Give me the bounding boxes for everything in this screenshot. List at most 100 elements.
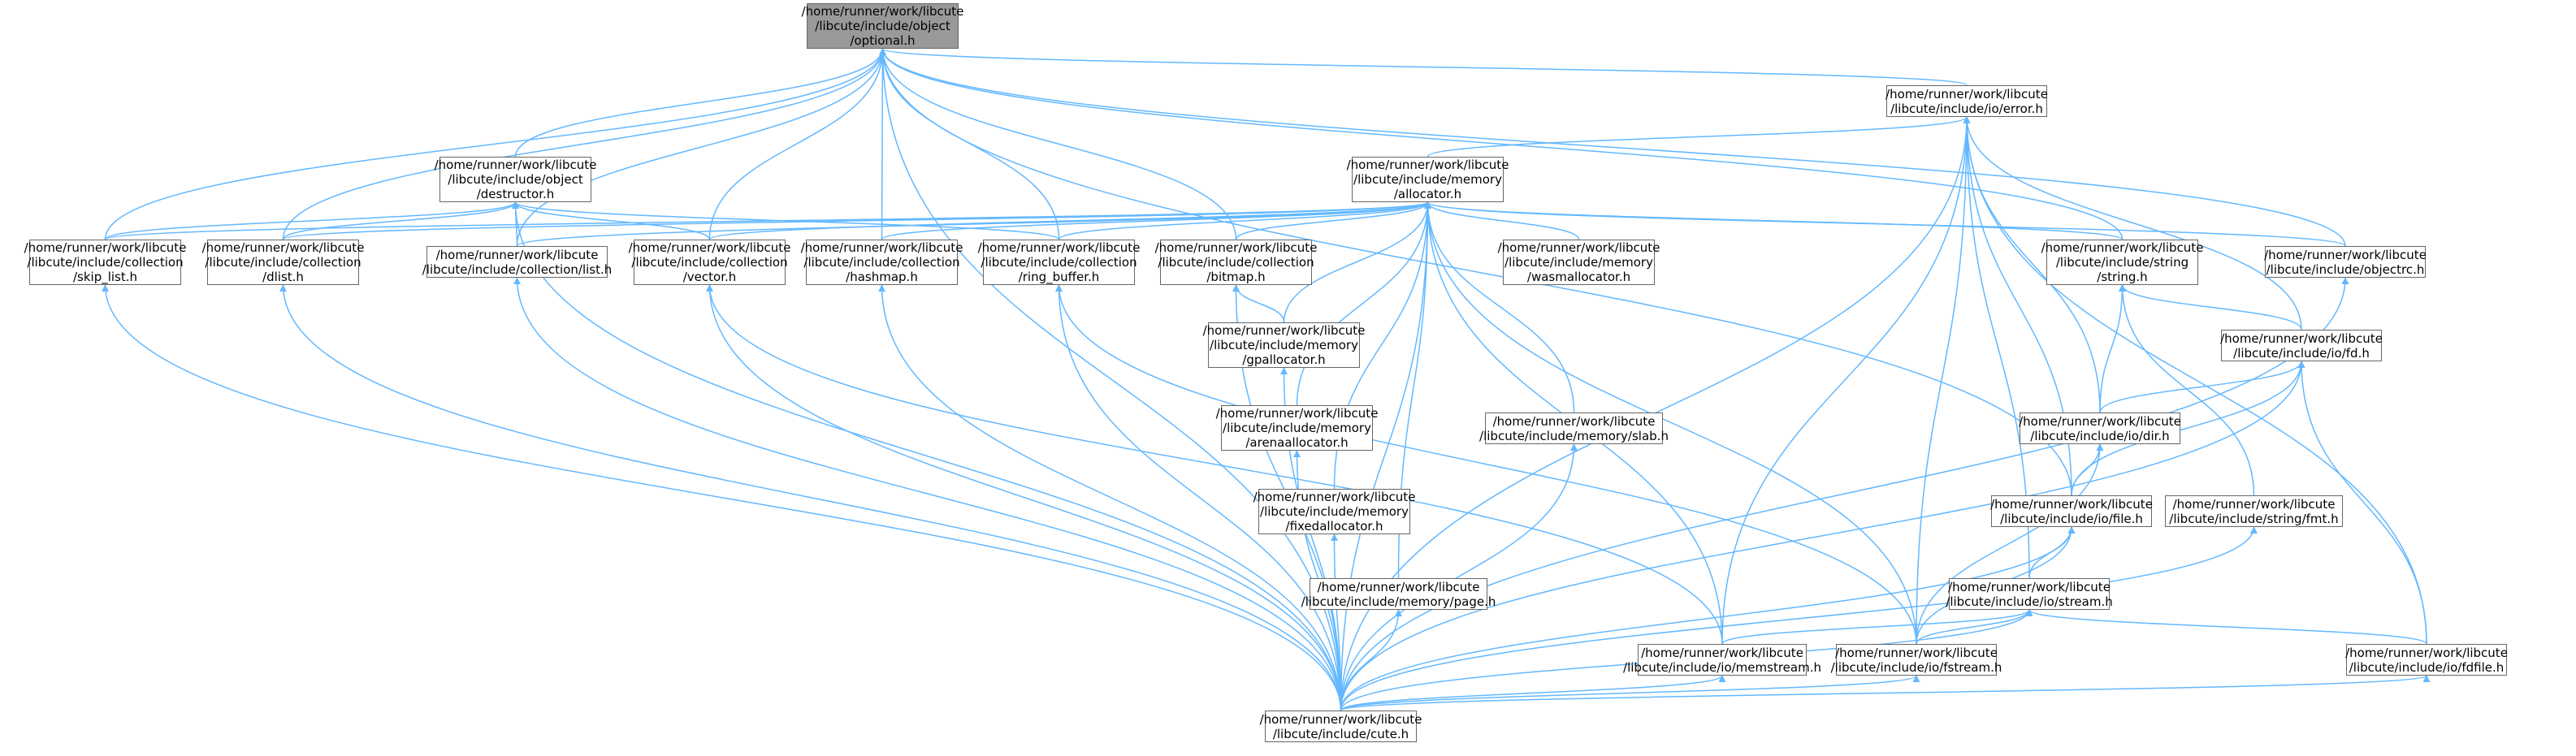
- node-label-line: /libcute/include/collection/list.h: [422, 261, 613, 277]
- graph-node-stream[interactable]: /home/runner/work/libcute/libcute/includ…: [1946, 578, 2113, 610]
- graph-node-fd[interactable]: /home/runner/work/libcute/libcute/includ…: [2220, 330, 2383, 361]
- edge-ring_buffer-to-allocator: [1058, 201, 1431, 240]
- edge-objectrc-to-optional: [879, 48, 2346, 247]
- edge-vector-to-optional: [708, 48, 886, 240]
- graph-node-fixedallocator[interactable]: /home/runner/work/libcute/libcute/includ…: [1253, 489, 1415, 534]
- node-label-line: /bitmap.h: [1206, 270, 1266, 284]
- graph-node-wasmallocator[interactable]: /home/runner/work/libcute/libcute/includ…: [1498, 240, 1660, 285]
- graph-node-skip_list[interactable]: /home/runner/work/libcute/libcute/includ…: [24, 240, 186, 285]
- edge-skip_list-to-destructor: [104, 201, 519, 240]
- node-label-line: /libcute/include/object: [815, 19, 950, 33]
- graph-node-dir[interactable]: /home/runner/work/libcute/libcute/includ…: [2019, 413, 2181, 444]
- edge-fstream-to-error: [1916, 116, 1971, 645]
- node-label-line: /libcute/include/collection: [803, 255, 960, 270]
- node-label-line: /home/runner/work/libcute: [1215, 406, 1379, 421]
- node-label-line: /libcute/include/memory: [1353, 172, 1502, 187]
- node-label-line: /home/runner/work/libcute: [1154, 240, 1318, 255]
- node-label-line: /libcute/include/objectrc.h: [2266, 261, 2425, 277]
- node-label-line: /ring_buffer.h: [1018, 270, 1100, 284]
- node-label-line: /libcute/include/io/dir.h: [2030, 428, 2170, 443]
- graph-node-ring_buffer[interactable]: /home/runner/work/libcute/libcute/includ…: [978, 240, 1140, 285]
- edge-gpallocator-to-allocator: [1283, 201, 1431, 323]
- edge-cute-to-dlist: [279, 284, 1342, 711]
- node-label-line: /skip_list.h: [72, 270, 138, 284]
- edge-dir-to-fd: [2099, 361, 2305, 413]
- node-label-line: /home/runner/work/libcute: [1990, 496, 2153, 512]
- node-label-line: /home/runner/work/libcute: [434, 158, 597, 172]
- edge-cute-to-objectrc: [1340, 277, 2349, 711]
- graph-node-arenaallocator[interactable]: /home/runner/work/libcute/libcute/includ…: [1216, 405, 1378, 451]
- node-label-line: /gpallocator.h: [1242, 352, 1326, 367]
- graph-node-list[interactable]: /home/runner/work/libcute/libcute/includ…: [422, 246, 612, 278]
- node-label-line: /libcute/include/io/fd.h: [2233, 345, 2370, 361]
- node-label-line: /home/runner/work/libcute: [2264, 247, 2427, 262]
- edge-cute-to-file: [1340, 526, 2076, 711]
- edge-cute-to-ring_buffer: [1055, 284, 1342, 711]
- edge-fstream-to-dir: [1916, 443, 2104, 645]
- node-label-line: /arenaallocator.h: [1245, 435, 1349, 450]
- edge-fstream-to-stream: [1916, 609, 2033, 645]
- graph-node-destructor[interactable]: /home/runner/work/libcute/libcute/includ…: [435, 157, 596, 202]
- edge-objectrc-to-allocator: [1424, 201, 2346, 247]
- edge-cute-to-fmt: [1340, 526, 2258, 711]
- edge-cute-to-fstream: [1340, 675, 1920, 711]
- graph-node-fdfile[interactable]: /home/runner/work/libcute/libcute/includ…: [2345, 644, 2508, 676]
- edge-memstream-to-error: [1721, 116, 1971, 645]
- graph-node-cute[interactable]: /home/runner/work/libcute/libcute/includ…: [1260, 711, 1422, 742]
- edge-cute-to-memstream: [1340, 675, 1726, 711]
- graph-node-gpallocator[interactable]: /home/runner/work/libcute/libcute/includ…: [1203, 322, 1365, 368]
- node-label-line: /home/runner/work/libcute: [800, 240, 963, 255]
- node-label-line: /home/runner/work/libcute: [1253, 490, 1416, 504]
- edge-cute-to-allocator: [1340, 201, 1431, 711]
- node-label-line: /home/runner/work/libcute: [435, 247, 599, 262]
- node-label-line: /allocator.h: [1393, 187, 1462, 201]
- node-label-line: /libcute/include/memory/page.h: [1301, 594, 1496, 609]
- graph-node-string[interactable]: /home/runner/work/libcute/libcute/includ…: [2041, 240, 2203, 285]
- edge-destructor-to-optional: [514, 48, 886, 158]
- edge-fdfile-to-stream: [2025, 609, 2427, 645]
- edge-slab-to-allocator: [1424, 201, 1575, 413]
- node-label-line: /home/runner/work/libcute: [2345, 645, 2508, 660]
- graph-node-memstream[interactable]: /home/runner/work/libcute/libcute/includ…: [1623, 644, 1821, 676]
- graph-node-objectrc[interactable]: /home/runner/work/libcute/libcute/includ…: [2264, 246, 2427, 278]
- edge-wasmallocator-to-allocator: [1424, 201, 1580, 240]
- node-label-line: /wasmallocator.h: [1526, 270, 1631, 284]
- graph-node-optional[interactable]: /home/runner/work/libcute/libcute/includ…: [802, 3, 963, 49]
- edge-error-to-optional: [879, 48, 1968, 86]
- edge-fstream-to-allocator: [1424, 201, 1917, 645]
- graph-node-bitmap[interactable]: /home/runner/work/libcute/libcute/includ…: [1155, 240, 1317, 285]
- graph-node-file[interactable]: /home/runner/work/libcute/libcute/includ…: [1990, 495, 2153, 527]
- edge-list-to-optional: [516, 48, 886, 247]
- node-label-line: /libcute/include/cute.h: [1272, 726, 1409, 741]
- graph-node-allocator[interactable]: /home/runner/work/libcute/libcute/includ…: [1347, 157, 1509, 202]
- edge-fdfile-to-fd: [2297, 361, 2427, 645]
- node-label-line: /home/runner/work/libcute: [1259, 711, 1422, 727]
- edge-vector-to-destructor: [512, 201, 711, 240]
- node-label-line: /libcute/include/io/file.h: [2000, 511, 2143, 526]
- node-label-line: /home/runner/work/libcute: [1492, 413, 1656, 429]
- edge-fmt-to-string: [2119, 284, 2255, 496]
- edge-cute-to-skip_list: [102, 284, 1342, 711]
- node-label-line: /libcute/include/io/fstream.h: [1830, 659, 2002, 675]
- graph-node-fmt[interactable]: /home/runner/work/libcute/libcute/includ…: [2165, 495, 2343, 527]
- edge-string-to-optional: [879, 48, 2124, 240]
- edge-dlist-to-destructor: [282, 201, 519, 240]
- edge-allocator-to-error: [1427, 116, 1971, 158]
- edge-cute-to-hashmap: [878, 284, 1342, 711]
- graph-node-dlist[interactable]: /home/runner/work/libcute/libcute/includ…: [202, 240, 364, 285]
- node-label-line: /home/runner/work/libcute: [628, 240, 791, 255]
- edge-hashmap-to-optional: [878, 48, 886, 240]
- node-label-line: /libcute/include/memory: [1210, 338, 1358, 352]
- graph-node-slab[interactable]: /home/runner/work/libcute/libcute/includ…: [1479, 413, 1669, 444]
- edge-bitmap-to-optional: [879, 48, 1237, 240]
- graph-node-fstream[interactable]: /home/runner/work/libcute/libcute/includ…: [1831, 644, 2002, 676]
- graph-node-vector[interactable]: /home/runner/work/libcute/libcute/includ…: [629, 240, 790, 285]
- edge-fstream-to-ring_buffer: [1055, 284, 1917, 645]
- graph-node-page[interactable]: /home/runner/work/libcute/libcute/includ…: [1301, 578, 1496, 610]
- node-label-line: /home/runner/work/libcute: [24, 240, 187, 255]
- graph-node-error[interactable]: /home/runner/work/libcute/libcute/includ…: [1885, 85, 2048, 117]
- node-label-line: /libcute/include/io/stream.h: [1946, 594, 2113, 609]
- edge-cute-to-fdfile: [1340, 675, 2430, 711]
- graph-node-hashmap[interactable]: /home/runner/work/libcute/libcute/includ…: [801, 240, 963, 285]
